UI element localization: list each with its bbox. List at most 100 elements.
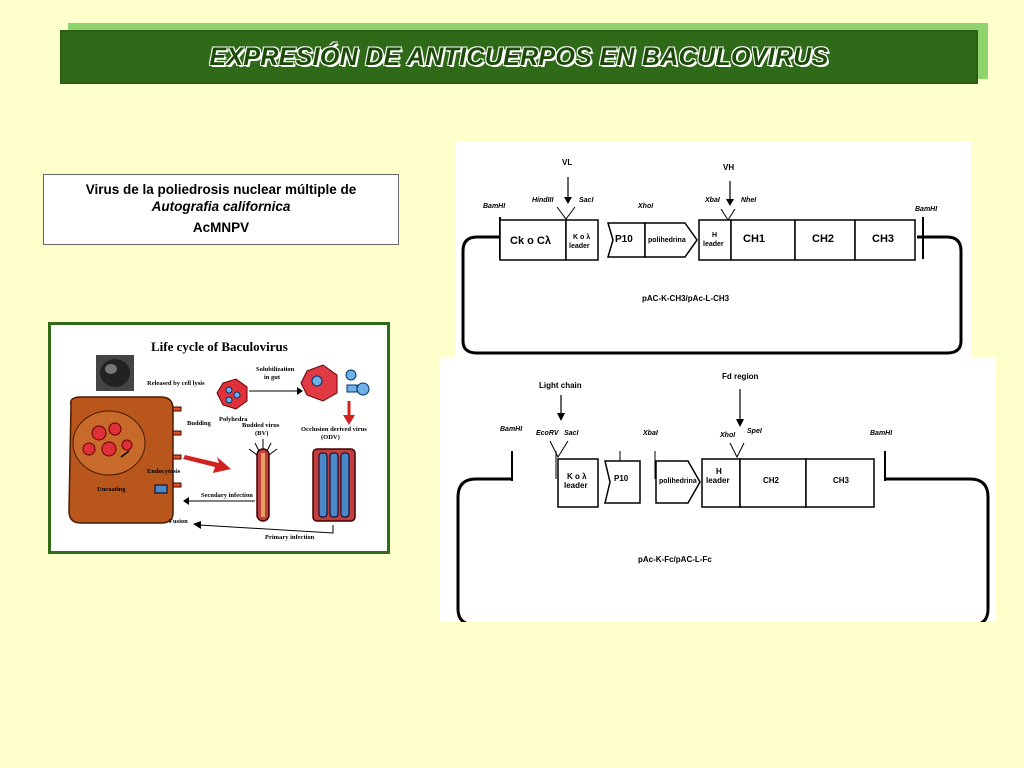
box2-polihedrina: polihedrina (655, 460, 701, 504)
site-xhoi: XhoI (637, 203, 654, 210)
plasmid2-panel: BamHI EcoRV SacI XbaI XhoI SpeI BamHI Li… (440, 357, 996, 622)
solubilized-polyhedra (300, 364, 370, 402)
vl-arrow-head (564, 197, 572, 204)
box-p10: P10 (606, 222, 646, 258)
site-bamhi-right: BamHI (915, 206, 938, 213)
virus-description-box: Virus de la poliedrosis nuclear múltiple… (43, 174, 399, 245)
box-ch1: CH1 (730, 219, 796, 261)
site-bamhi-left: BamHI (483, 203, 506, 210)
label-solubilization: Solubilization (256, 366, 295, 373)
lifecycle-figure: Life cycle of Baculovirus Released by ce… (48, 322, 390, 554)
svg-text:Ck o Cλ: Ck o Cλ (510, 235, 551, 247)
svg-text:P10: P10 (615, 234, 633, 245)
label-odv-title: Occlusion derived virus (301, 426, 367, 433)
box2-ch3: CH3 (805, 458, 875, 508)
svg-text:leader: leader (706, 476, 730, 485)
site2-spei: SpeI (747, 428, 763, 435)
label-fusion: Fusion (169, 518, 188, 525)
virus-abbreviation: AcMNPV (192, 220, 250, 235)
budded-virus (248, 439, 278, 522)
vl-insertion-mark (556, 206, 576, 220)
svg-text:CH3: CH3 (872, 233, 894, 245)
label-bv: (BV) (255, 430, 268, 437)
plasmid1-diagram: BamHI HindIII SacI XhoI XbaI NheI BamHI … (461, 158, 963, 355)
plasmid2-name: pAc-K-Fc/pAC-L-Fc (638, 555, 712, 564)
budding-particles (154, 406, 182, 494)
label-secondary: Secndary infection (201, 492, 253, 499)
site2-ecorv: EcoRV (536, 430, 560, 437)
occlusion-derived-virus (312, 448, 356, 522)
virus-line-2: Autografia californica (151, 199, 291, 214)
site-nhei: NheI (741, 197, 757, 204)
box-ck: Ck o Cλ (499, 219, 567, 261)
plasmid1-name: pAC-K-CH3/pAc-L-CH3 (642, 294, 730, 303)
svg-text:leader: leader (703, 241, 724, 248)
label-odv: (ODV) (321, 434, 340, 441)
label-primary: Primary infection (265, 534, 315, 541)
arrow-head-primary (193, 521, 201, 529)
virus-line-1: Virus de la poliedrosis nuclear múltiple… (85, 182, 357, 197)
svg-text:CH2: CH2 (763, 476, 780, 485)
plasmid2-loop (456, 477, 990, 622)
fd-insertion-mark (729, 442, 745, 459)
site-hindiii: HindIII (532, 197, 554, 204)
site2-xhoi: XhoI (719, 432, 736, 439)
svg-text:leader: leader (569, 243, 590, 250)
svg-text:CH1: CH1 (743, 233, 765, 245)
plasmid1-panel: BamHI HindIII SacI XhoI XbaI NheI BamHI … (455, 141, 971, 357)
svg-text:K o λ: K o λ (573, 233, 590, 241)
label-uncoating: Uncoating (97, 486, 126, 493)
arrow-head-solubilization (297, 387, 303, 395)
vh-arrow-head (726, 199, 734, 206)
lifecycle-diagram: Life cycle of Baculovirus Released by ce… (51, 325, 387, 551)
title-banner: EXPRESIÓN DE ANTICUERPOS EN BACULOVIRUS (60, 30, 978, 84)
box-ch3: CH3 (854, 219, 916, 261)
box-polihedrina: polihedrina (644, 222, 698, 258)
svg-text:CH3: CH3 (833, 476, 850, 485)
lifecycle-title: Life cycle of Baculovirus (151, 339, 288, 354)
micrograph-image (96, 355, 134, 391)
infected-cell (68, 396, 174, 524)
site-saci: SacI (579, 197, 594, 204)
svg-text:P10: P10 (614, 474, 629, 483)
label-endocytosis: Endocytosis (147, 468, 181, 475)
red-arrow-bv (183, 455, 231, 473)
plasmid2-diagram: BamHI EcoRV SacI XbaI XhoI SpeI BamHI Li… (456, 372, 990, 622)
svg-text:H: H (716, 467, 722, 476)
label-budding: Budding (187, 420, 212, 427)
page-title: EXPRESIÓN DE ANTICUERPOS EN BACULOVIRUS (209, 42, 829, 71)
light-chain-insertion-mark (549, 440, 569, 459)
fd-region-label: Fd region (722, 372, 759, 381)
box2-h-leader: H leader (701, 458, 741, 508)
fd-region-arrow-head (736, 419, 744, 427)
box-k-leader: K o λ leader (565, 219, 599, 261)
box2-p10: P10 (604, 460, 641, 504)
svg-text:polihedrina: polihedrina (659, 478, 697, 485)
site-xbai: XbaI (704, 197, 721, 204)
svg-text:polihedrina: polihedrina (648, 237, 686, 244)
svg-text:CH2: CH2 (812, 233, 834, 245)
vl-label: VL (562, 158, 572, 167)
vh-label: VH (723, 163, 734, 172)
light-chain-label: Light chain (539, 381, 582, 390)
site2-xbai: XbaI (642, 430, 659, 437)
plasmid1-loop (461, 235, 963, 355)
arrow-head-secondary (183, 497, 189, 505)
box-ch2: CH2 (794, 219, 856, 261)
svg-text:H: H (712, 232, 717, 239)
svg-text:K o λ: K o λ (567, 472, 587, 481)
label-polyhedra: Polyhedra (219, 416, 248, 423)
box2-ch2: CH2 (739, 458, 807, 508)
red-arrow-head-odv (343, 415, 355, 425)
arrow-primary-infection (198, 524, 334, 534)
site2-saci: SacI (564, 430, 579, 437)
site2-bamhi-left: BamHI (500, 426, 523, 433)
svg-text:leader: leader (564, 481, 588, 490)
label-budded-virus: Budded virus (242, 422, 280, 429)
vh-insertion-mark (720, 208, 736, 221)
label-in-gut: in gut (264, 374, 281, 381)
light-chain-arrow-head (557, 413, 565, 421)
polyhedra-shape (216, 378, 248, 410)
box2-k-leader: K o λ leader (557, 458, 599, 508)
box-h-leader: H leader (698, 219, 732, 261)
